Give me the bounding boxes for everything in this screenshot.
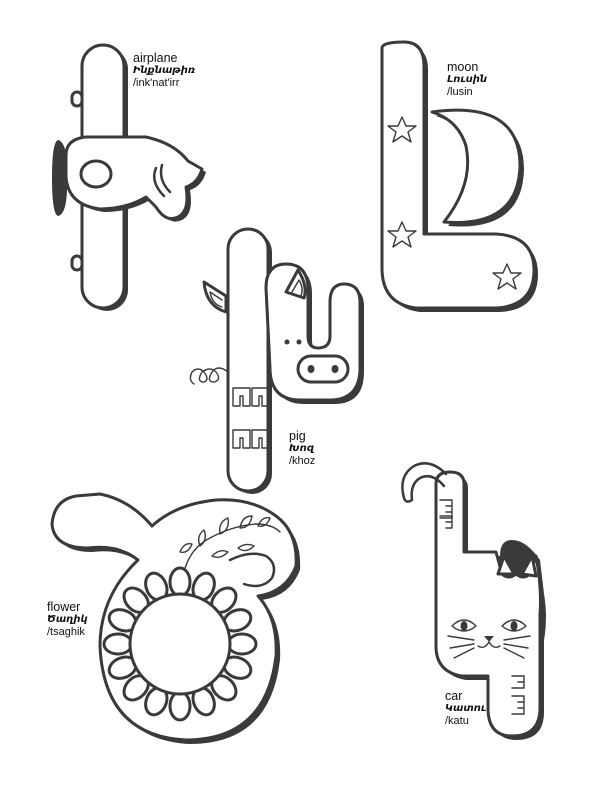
armenian-word: Կատու [445,703,487,715]
flower-petal [102,632,134,656]
label-flower: flower Ծաղիկ /tsaghik [47,600,88,639]
airplane-letter-illustration [52,43,206,311]
english-word: pig [289,429,306,443]
english-word: flower [47,600,81,614]
armenian-word: Ծաղիկ [47,614,88,626]
english-word: airplane [133,51,178,65]
moon-letter-illustration [380,40,538,312]
label-airplane: airplane Ինքնաթիռ /ink'nat'irr [133,51,195,90]
armenian-word: Խոզ [289,443,314,455]
label-moon: moon Լուսին /lusin [447,60,487,99]
flower-petal [168,690,192,722]
flower-letter-illustration [50,492,301,744]
transliteration: /tsaghik [47,625,85,638]
armenian-word: Լուսին [447,74,488,86]
flower-petal [168,566,192,598]
flower-petal [226,632,258,656]
transliteration: /ink'nat'irr [133,76,180,89]
english-word: car [445,689,463,703]
transliteration: /lusin [447,85,473,98]
transliteration: /katu [445,714,469,727]
pig-letter-illustration [189,227,364,494]
armenian-word: Ինքնաթիռ [133,65,196,77]
cat-letter-illustration [401,462,546,740]
label-pig: pig Խոզ /khoz [289,429,315,468]
label-cat: car Կատու /katu [445,689,486,728]
english-word: moon [447,60,479,74]
transliteration: /khoz [289,454,316,467]
